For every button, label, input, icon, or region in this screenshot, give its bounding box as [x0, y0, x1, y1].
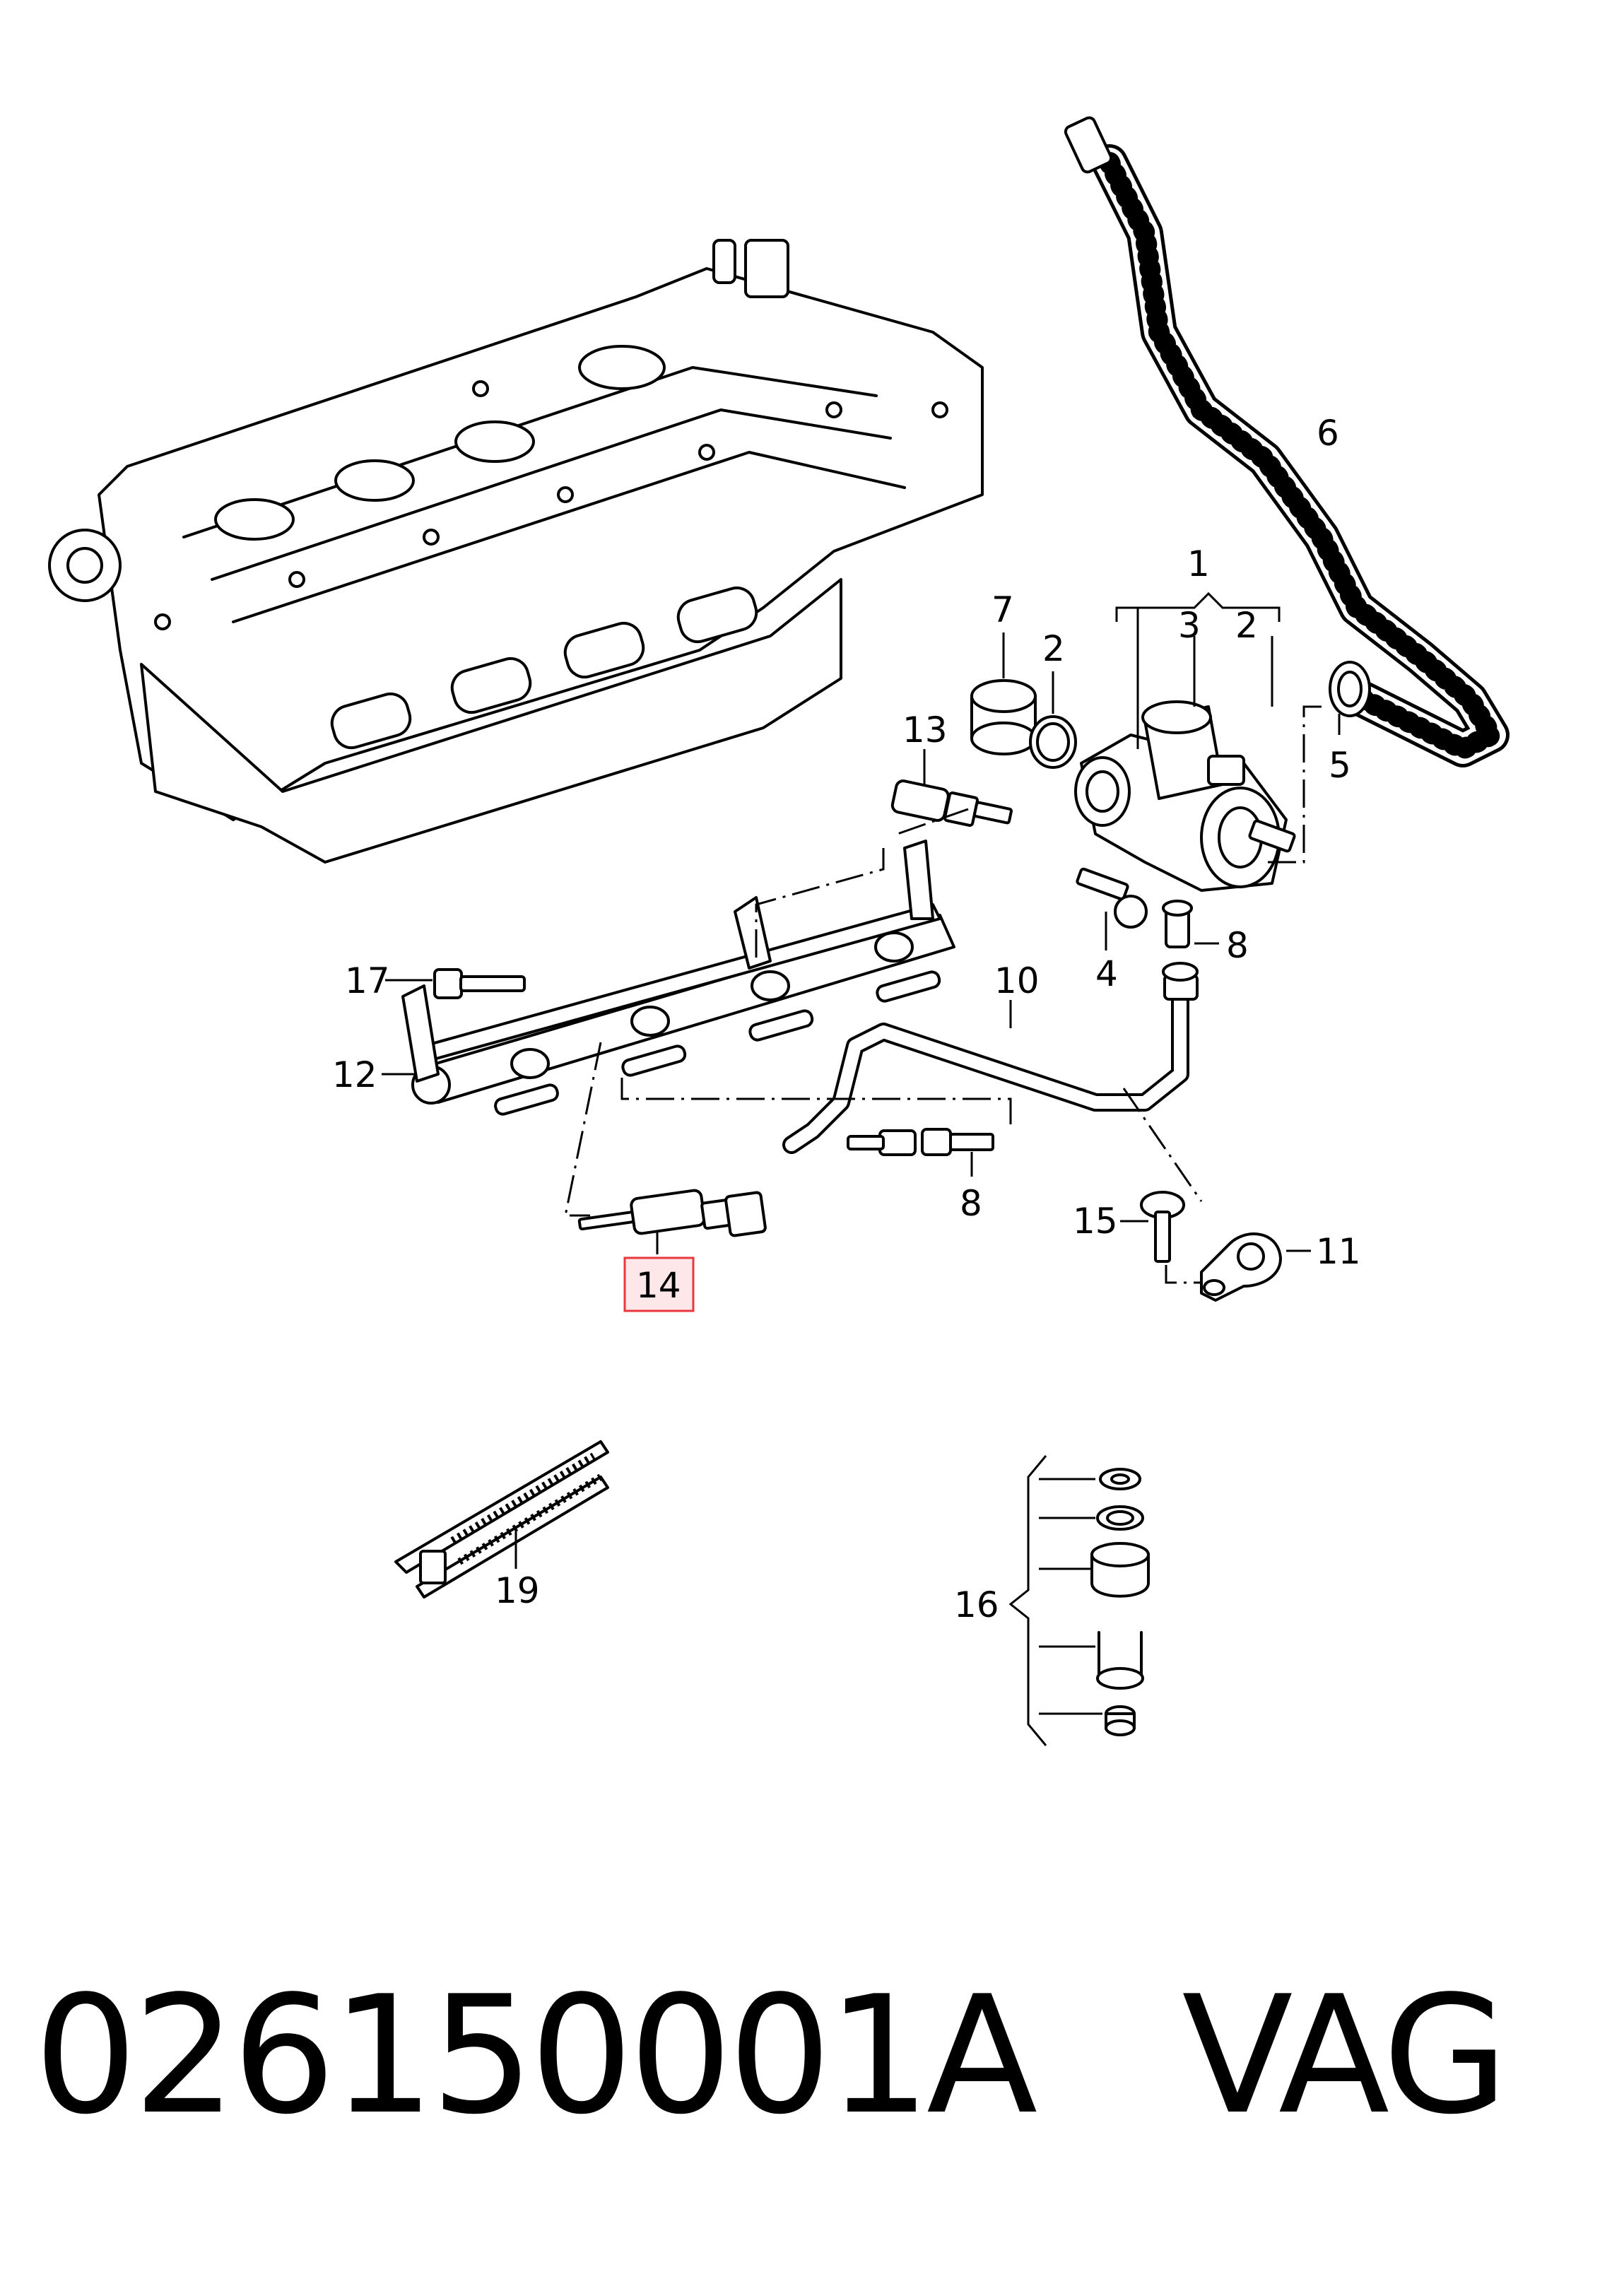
callout-8: 8 — [1226, 925, 1249, 966]
callout-16: 16 — [954, 1584, 999, 1625]
callout-6: 6 — [1317, 413, 1339, 454]
callouts: 1 3 2 7 2 13 6 5 4 8 10 17 12 8 15 11 14… — [332, 413, 1361, 1625]
o-ring — [1029, 715, 1077, 769]
callout-11: 11 — [1316, 1231, 1361, 1272]
brand-name: VAG — [1182, 1962, 1508, 2150]
callout-15: 15 — [1073, 1201, 1118, 1242]
fuel-hose — [1064, 116, 1510, 767]
repair-kit — [1090, 1468, 1150, 1736]
highlight-box — [623, 1256, 695, 1312]
fuel-rail — [401, 840, 955, 1116]
callout-14: 14 — [636, 1265, 681, 1306]
callout-2: 2 — [1235, 605, 1258, 646]
callout-5: 5 — [1329, 745, 1351, 786]
callout-19: 19 — [495, 1570, 540, 1611]
high-pressure-line — [782, 962, 1199, 1156]
callout-3: 3 — [1178, 605, 1201, 646]
callout-8: 8 — [960, 1183, 982, 1224]
line-clamp — [1200, 1232, 1282, 1302]
injector — [577, 1189, 767, 1237]
high-pressure-fuel-pump — [1074, 700, 1296, 892]
callout-7: 7 — [992, 589, 1014, 630]
leader-lines — [382, 591, 1341, 1746]
cable-tie — [394, 1440, 609, 1599]
callout-10: 10 — [994, 960, 1040, 1001]
callout-1: 1 — [1187, 543, 1210, 584]
cylinder-head — [48, 239, 984, 864]
hose-clip — [1329, 661, 1371, 717]
fuel-pressure-sensor — [890, 779, 1013, 827]
callout-17: 17 — [345, 960, 390, 1001]
pump-bolt — [1076, 867, 1148, 929]
callout-2: 2 — [1042, 628, 1065, 669]
part-number: 026150001A — [34, 1962, 1037, 2150]
sleeve — [970, 679, 1037, 755]
bolt — [433, 968, 526, 999]
callout-12: 12 — [332, 1054, 377, 1095]
callout-4: 4 — [1095, 953, 1118, 994]
union-fitting — [921, 1128, 994, 1156]
callout-13: 13 — [902, 710, 948, 750]
union-fitting — [1162, 900, 1193, 948]
screw — [1140, 1191, 1185, 1263]
